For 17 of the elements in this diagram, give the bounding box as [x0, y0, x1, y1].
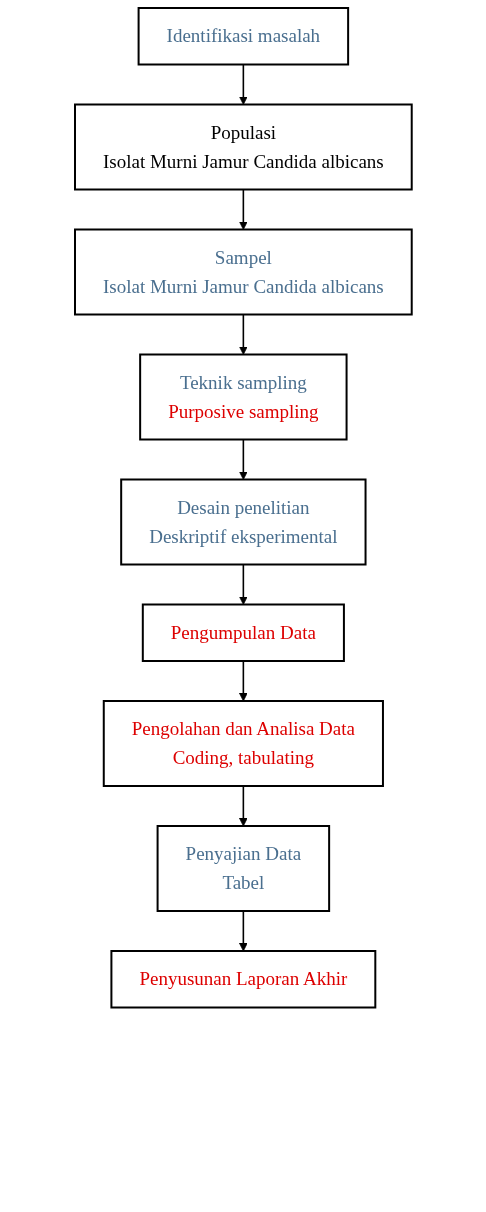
arrow: [238, 63, 248, 105]
arrow: [238, 660, 248, 702]
arrow: [238, 188, 248, 230]
arrow: [238, 563, 248, 605]
arrow: [238, 910, 248, 952]
node-box: Penyusunan Laporan Akhir: [110, 950, 376, 1009]
node-box: Sampel Isolat Murni Jamur Candida albicans: [73, 228, 413, 316]
node-box: Pengolahan dan Analisa Data Coding, tabulating: [102, 700, 384, 787]
node-box: Populasi Isolat Murni Jamur Candida albicans: [73, 103, 413, 191]
node-box: Penyajian Data Tabel: [156, 825, 330, 912]
arrow: [238, 785, 248, 827]
node-box: Pengumpulan Data: [141, 603, 345, 662]
arrow: [238, 313, 248, 355]
arrow: [238, 438, 248, 480]
node-box: Desain penelitian Deskriptif eksperimental: [119, 478, 367, 566]
node-box: Teknik sampling Purposive sampling: [138, 353, 348, 441]
node-box: Identifikasi masalah: [137, 7, 349, 66]
